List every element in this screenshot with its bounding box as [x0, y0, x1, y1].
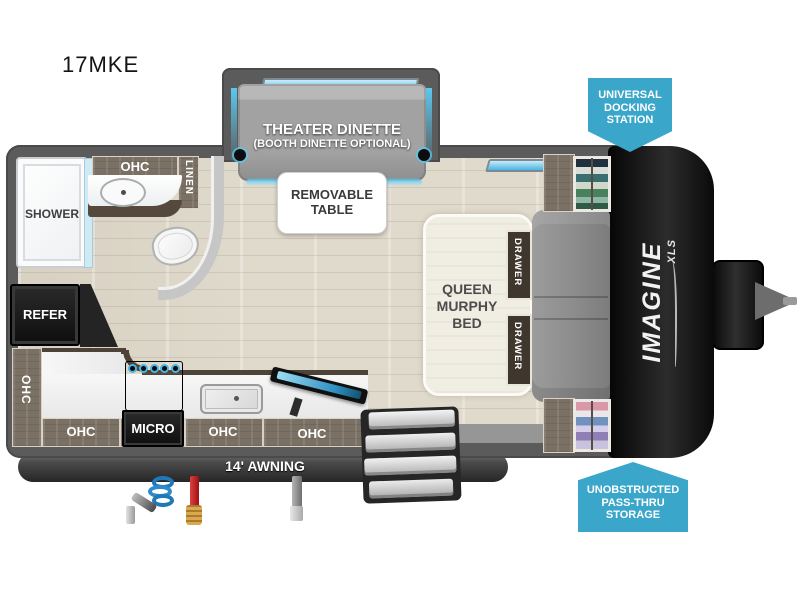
- ohc-divider-3: [262, 418, 264, 447]
- brand-sub: XLS: [666, 239, 678, 264]
- passthru-badge-line1: UNOBSTRUCTED: [586, 483, 680, 496]
- removable-table-label1: REMOVABLE: [290, 187, 374, 203]
- bed-label-line1: QUEEN: [442, 281, 492, 297]
- docking-badge-line2: DOCKING: [604, 101, 656, 114]
- booth-optional-label: (BOOTH DINETTE OPTIONAL): [253, 138, 411, 150]
- brand-swoosh: [666, 259, 677, 367]
- drawer-top: [506, 230, 532, 300]
- removable-table: REMOVABLE TABLE: [277, 172, 387, 234]
- drawer-bottom-label: DRAWER: [512, 322, 523, 371]
- sofa-seam-1: [534, 296, 608, 298]
- microwave: [122, 410, 184, 447]
- sofa-seam-2: [534, 318, 608, 320]
- drawer-bottom: [506, 314, 532, 386]
- theater-dinette-label: THEATER DINETTE: [262, 121, 402, 138]
- front-cap: [608, 146, 714, 458]
- drawer-top-label: DRAWER: [512, 238, 523, 287]
- refer-label: REFER: [22, 307, 68, 322]
- bath-ohc-cabinet: [92, 156, 178, 177]
- counter-trim-left-top: [42, 348, 122, 352]
- theater-dinette-couch: [238, 84, 426, 181]
- ohc-bottom-row: [42, 418, 368, 447]
- gray-pipe-cap: [290, 506, 303, 521]
- docking-badge-line3: STATION: [606, 114, 654, 127]
- entry-steps: [360, 406, 463, 505]
- docking-station-badge: UNIVERSAL DOCKING STATION: [588, 78, 672, 152]
- shower-label: SHOWER: [25, 207, 79, 221]
- kitchen-faucet-icon: [234, 396, 239, 401]
- ohc-divider-1: [119, 418, 121, 447]
- ohc-left-label: OHC: [19, 375, 33, 405]
- brand-logo: IMAGINE XLS: [638, 227, 684, 377]
- wardrobe-bottom-cabinet: [543, 398, 575, 453]
- stove-knobs: [128, 364, 180, 374]
- kitchen-sink-icon: [200, 384, 263, 414]
- red-hose-icon: [190, 476, 199, 508]
- ohc-left-cabinet: [12, 348, 42, 447]
- ohc-bottom-mid-label: OHC: [208, 424, 238, 439]
- removable-table-label2: TABLE: [310, 202, 354, 217]
- ohc-bottom-left-label: OHC: [66, 424, 96, 439]
- slide-stop-dot-left: [234, 149, 246, 161]
- coiled-hose-icon: [142, 476, 176, 510]
- sofa: [532, 210, 610, 402]
- passthru-storage-badge: UNOBSTRUCTED PASS-THRU STORAGE: [578, 462, 688, 532]
- counter-trim-top: [142, 370, 368, 375]
- slideout-glow-right: [426, 88, 432, 164]
- slide-stop-dot-right: [418, 149, 430, 161]
- vanity-faucet-icon: [121, 190, 126, 195]
- micro-label: MICRO: [131, 421, 175, 436]
- brass-fitting-icon: [186, 505, 202, 525]
- hose-nozzle-tip: [126, 506, 135, 524]
- bed-label-line3: BED: [452, 314, 482, 331]
- model-title: 17MKE: [62, 52, 140, 77]
- wardrobe-bottom-divider: [591, 401, 593, 450]
- passthru-badge-line2: PASS-THRU: [601, 496, 665, 509]
- wardrobe-top-cabinet: [543, 154, 575, 212]
- murphy-bed-label: QUEEN MURPHY BED: [423, 281, 511, 331]
- bed-label-line2: MURPHY: [436, 297, 498, 314]
- passthru-badge-line3: STORAGE: [605, 509, 661, 522]
- hitch-coupler-rod: [783, 297, 797, 305]
- docking-badge-line1: UNIVERSAL: [598, 88, 662, 101]
- slideout-glow-left: [231, 88, 237, 164]
- ohc-divider-2: [184, 418, 186, 447]
- wardrobe-top-divider: [591, 158, 593, 210]
- bath-ohc-label: OHC: [120, 159, 150, 174]
- awning-label: 14' AWNING: [225, 458, 305, 474]
- gray-pipe-icon: [292, 476, 302, 509]
- refrigerator: [10, 284, 80, 346]
- brand-name: IMAGINE: [638, 241, 666, 363]
- ohc-bottom-right-label: OHC: [297, 426, 327, 441]
